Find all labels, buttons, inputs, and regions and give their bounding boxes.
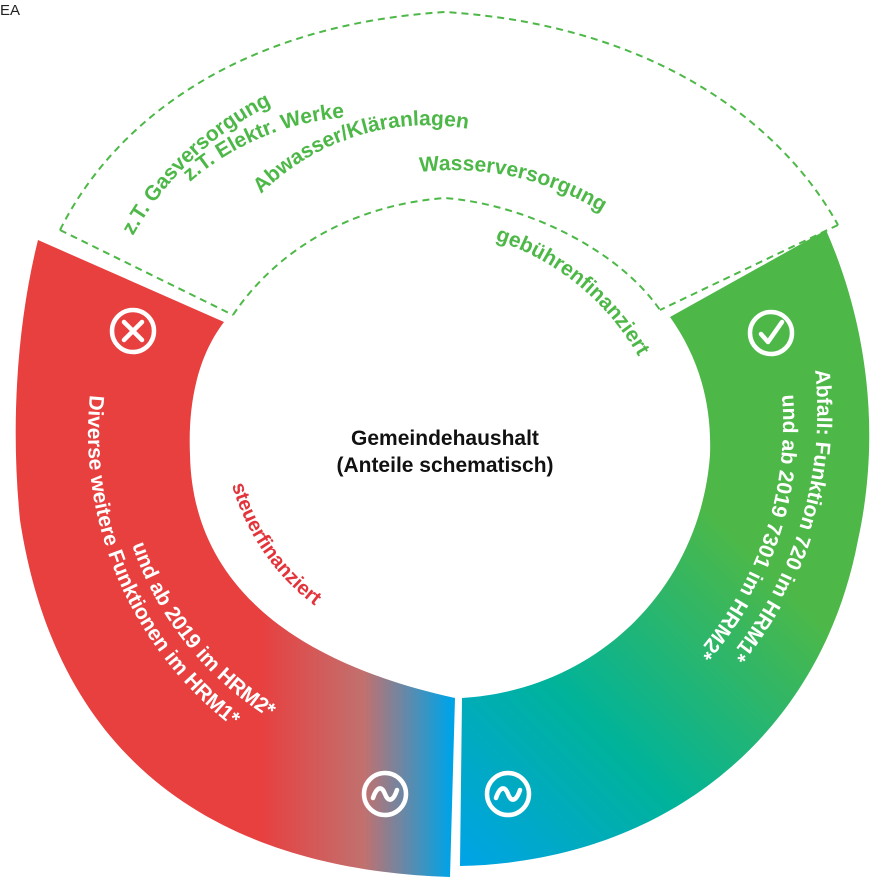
upper-dashed-segment [59,10,839,316]
tilde-circle-icon [484,770,532,818]
tilde-circle-icon [361,770,409,818]
red-segment [15,240,455,877]
corner-label: EA [0,2,20,19]
center-title: Gemeindehaushalt [351,427,539,450]
check-circle-icon [747,309,795,357]
center-subtitle: (Anteile schematisch) [336,454,553,477]
cross-circle-icon [109,307,157,355]
green-segment [460,230,870,866]
